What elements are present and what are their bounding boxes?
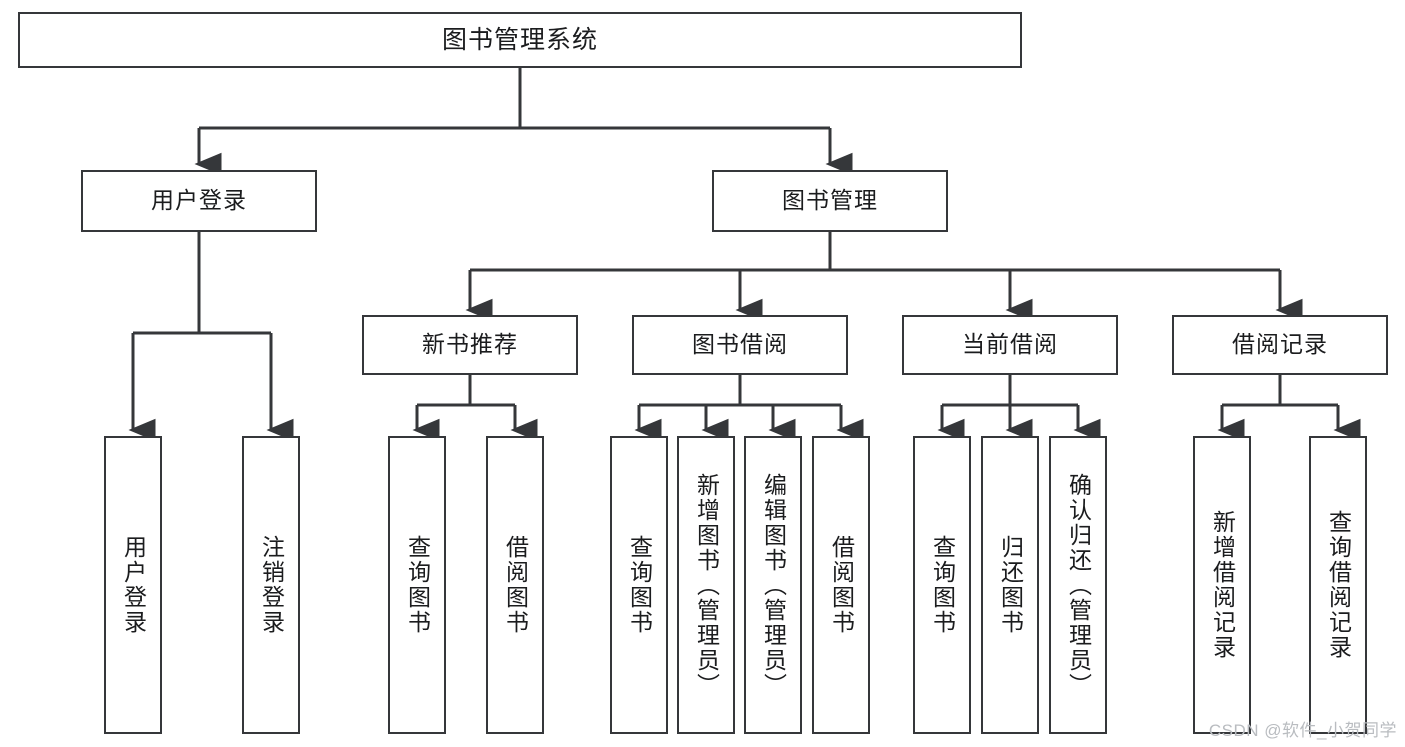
leaf-query-book-2[interactable]: 查询图书 (610, 436, 668, 734)
leaf-borrow-book-1[interactable]: 借阅图书 (486, 436, 544, 734)
node-new-book-recommend[interactable]: 新书推荐 (362, 315, 578, 375)
leaf-label: 用户登录 (120, 535, 147, 635)
leaf-label: 归还图书 (997, 535, 1024, 635)
node-borrow-record[interactable]: 借阅记录 (1172, 315, 1388, 375)
leaf-label: 借阅图书 (828, 535, 855, 635)
leaf-query-record[interactable]: 查询借阅记录 (1309, 436, 1367, 734)
node-root-book-management-system[interactable]: 图书管理系统 (18, 12, 1022, 68)
node-current-borrow[interactable]: 当前借阅 (902, 315, 1118, 375)
csdn-watermark: CSDN @软件_小贺同学 (1208, 721, 1397, 740)
leaf-label: 编辑图书（管理员） (760, 472, 787, 698)
leaf-add-book[interactable]: 新增图书（管理员） (677, 436, 735, 734)
leaf-label: 借阅图书 (502, 535, 529, 635)
leaf-return-book[interactable]: 归还图书 (981, 436, 1039, 734)
leaf-confirm-return[interactable]: 确认归还（管理员） (1049, 436, 1107, 734)
leaf-label: 新增图书（管理员） (693, 472, 720, 698)
leaf-user-login[interactable]: 用户登录 (104, 436, 162, 734)
leaf-label: 查询图书 (929, 535, 956, 635)
node-book-management[interactable]: 图书管理 (712, 170, 948, 232)
leaf-borrow-book-2[interactable]: 借阅图书 (812, 436, 870, 734)
leaf-edit-book[interactable]: 编辑图书（管理员） (744, 436, 802, 734)
leaf-query-book-1[interactable]: 查询图书 (388, 436, 446, 734)
leaf-label: 查询图书 (626, 535, 653, 635)
leaf-query-book-3[interactable]: 查询图书 (913, 436, 971, 734)
leaf-label: 注销登录 (258, 535, 285, 635)
leaf-label: 查询图书 (404, 535, 431, 635)
leaf-label: 新增借阅记录 (1209, 510, 1236, 660)
node-user-login[interactable]: 用户登录 (81, 170, 317, 232)
leaf-logout-login[interactable]: 注销登录 (242, 436, 300, 734)
node-book-borrow[interactable]: 图书借阅 (632, 315, 848, 375)
leaf-label: 确认归还（管理员） (1065, 472, 1092, 698)
leaf-label: 查询借阅记录 (1325, 510, 1352, 660)
leaf-add-record[interactable]: 新增借阅记录 (1193, 436, 1251, 734)
